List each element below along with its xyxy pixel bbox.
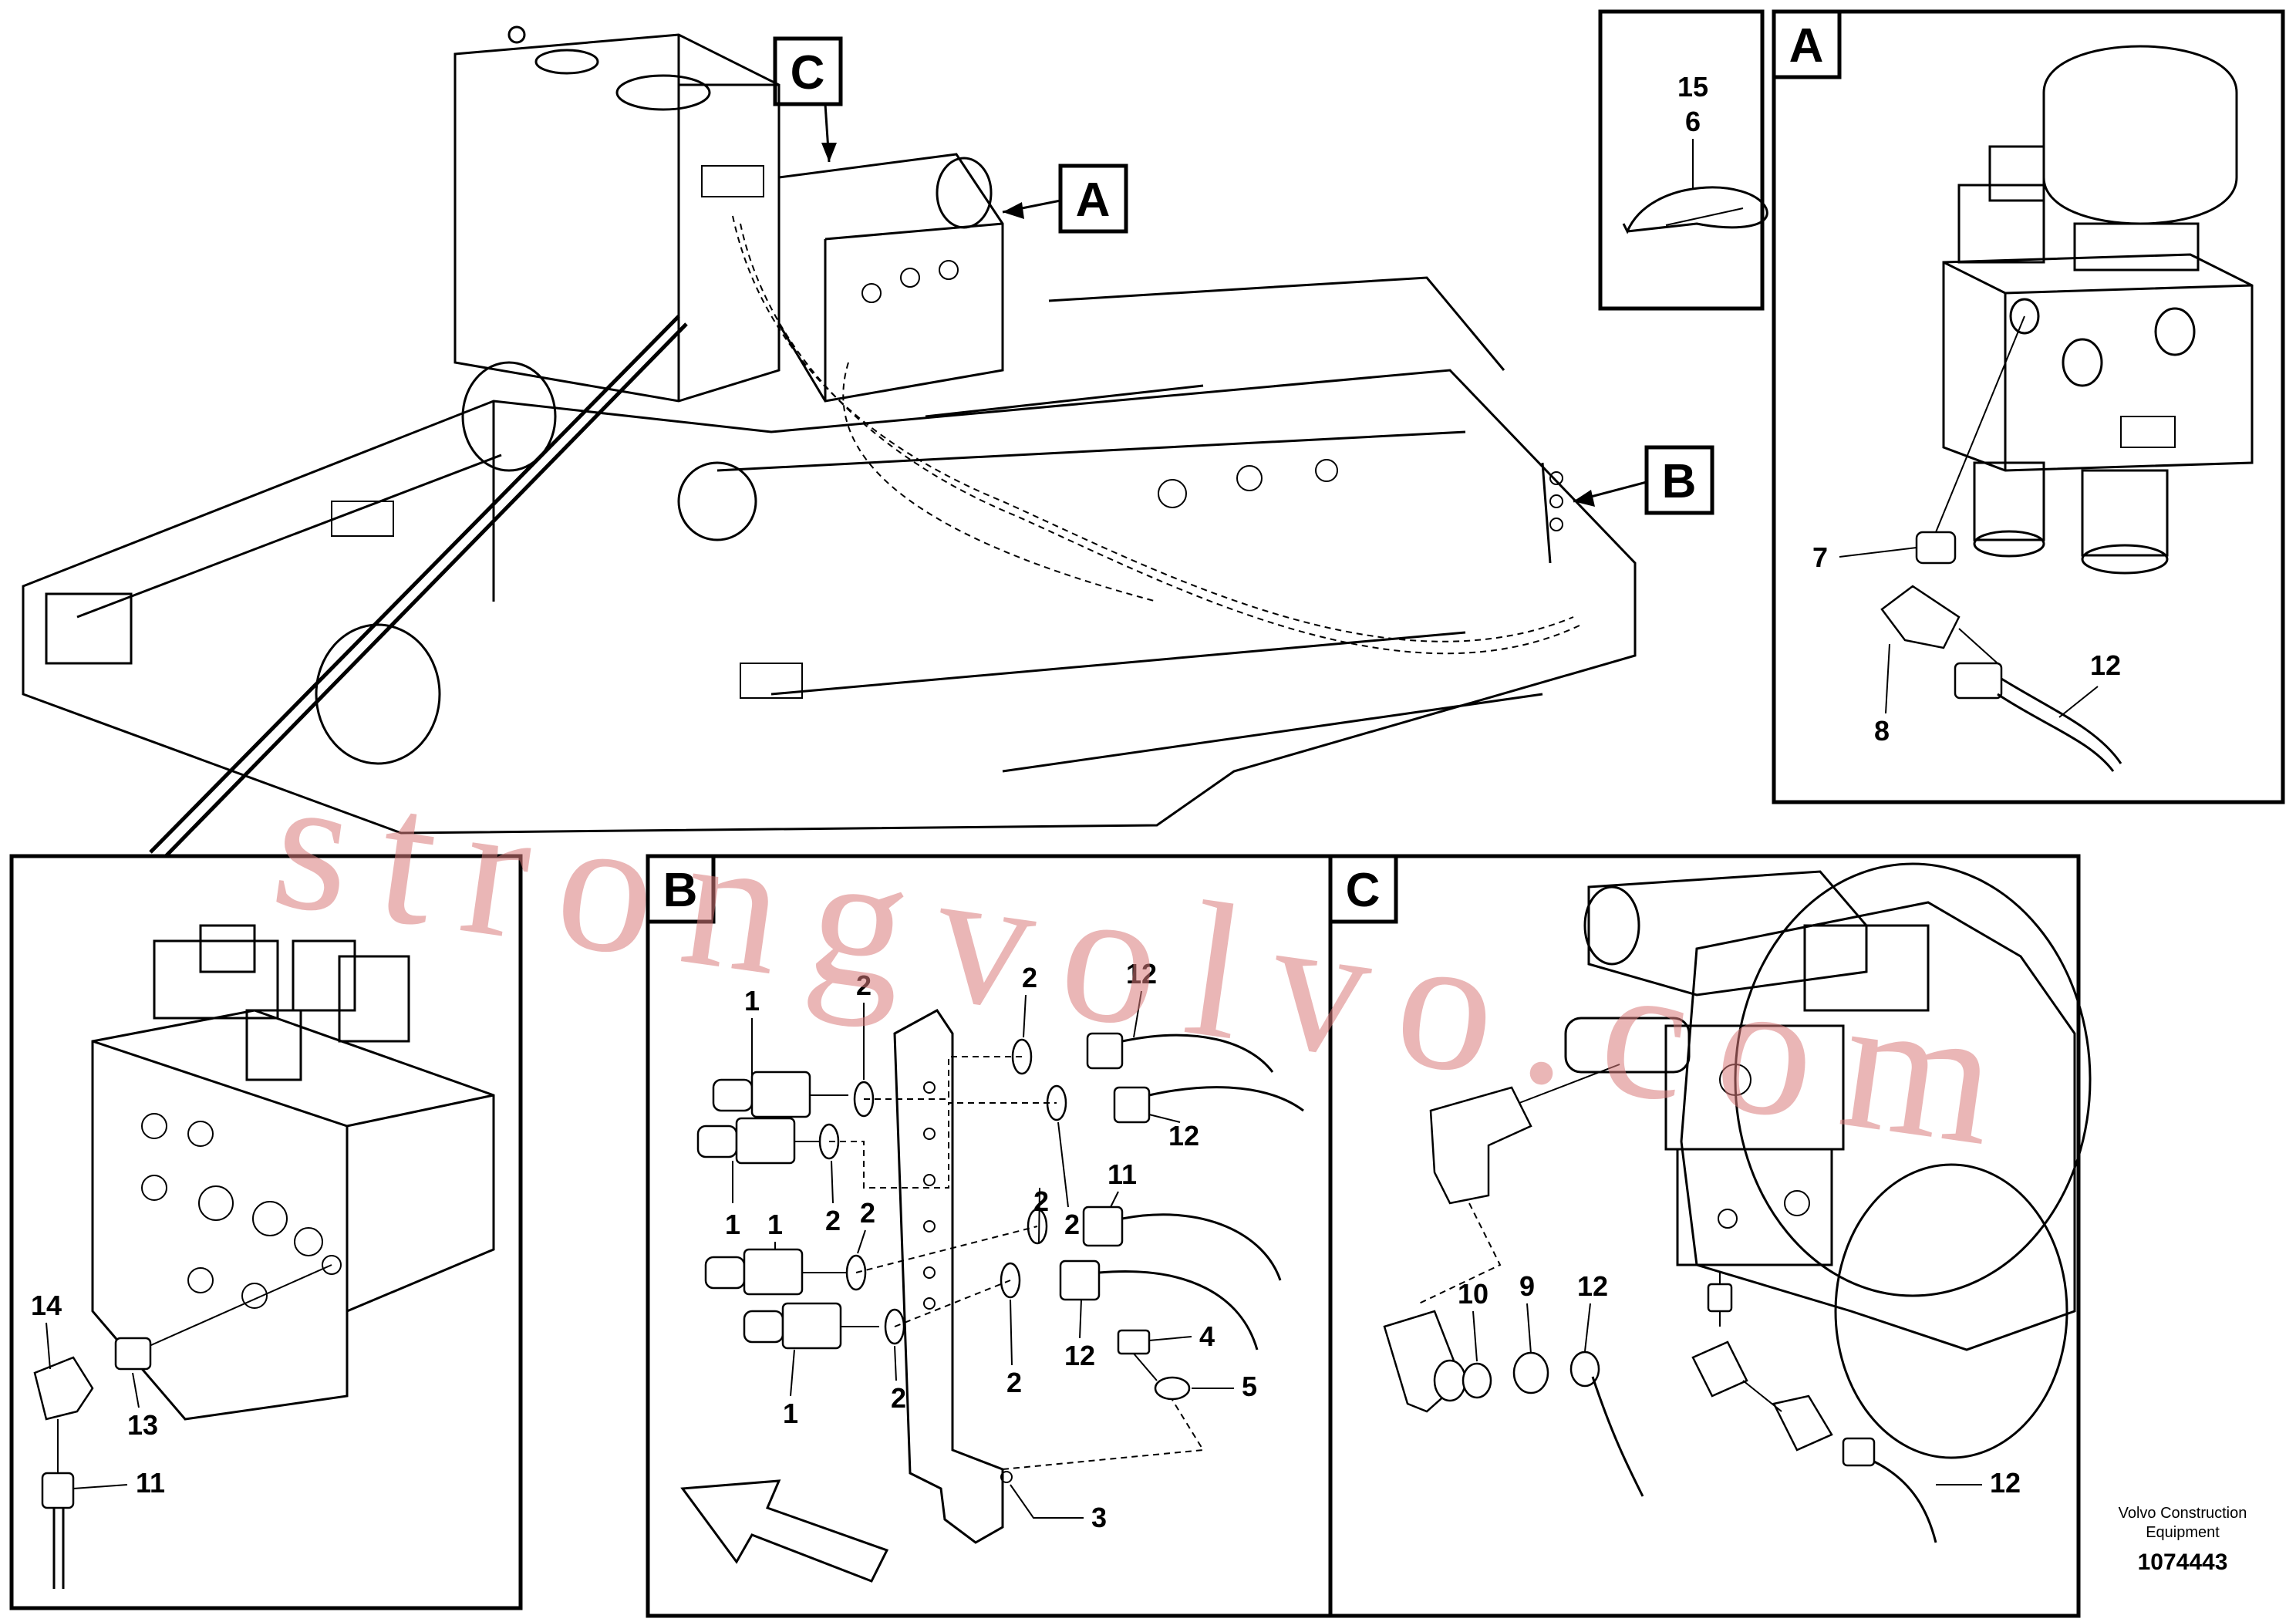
label-1: 1 (725, 1209, 740, 1240)
label-8: 8 (1874, 715, 1890, 747)
callout-letter: C (1346, 864, 1381, 917)
company-name-line2: Equipment (2146, 1524, 2220, 1541)
label-7: 7 (1812, 541, 1828, 573)
label-14: 14 (31, 1290, 62, 1321)
label-12: 12 (1126, 958, 1157, 990)
label-10: 10 (1458, 1278, 1489, 1310)
callout-main-a: A (1002, 164, 1128, 234)
detail-c-panel: C (1328, 854, 2092, 1618)
left-detail-labels: 14 13 11 (31, 1290, 165, 1499)
detail-a-labels: 7 8 12 (1812, 541, 2121, 747)
label-12: 12 (1990, 1467, 2021, 1499)
label-2: 2 (891, 1382, 906, 1414)
label-12: 12 (1064, 1340, 1095, 1371)
footer: Volvo Construction Equipment 1074443 (2119, 1505, 2247, 1575)
label-2: 2 (856, 969, 872, 1001)
clamp-box: 15 6 (1598, 9, 1768, 311)
drawing-number: 1074443 (2138, 1549, 2228, 1575)
left-detail-panel (9, 854, 523, 1610)
label-9: 9 (1519, 1270, 1535, 1302)
label-4: 4 (1199, 1320, 1215, 1352)
callout-letter: A (1076, 174, 1111, 227)
label-11: 11 (1108, 1158, 1137, 1190)
label-11: 11 (136, 1467, 165, 1499)
label-2: 2 (1022, 962, 1037, 993)
label-13: 13 (127, 1409, 158, 1441)
label-12: 12 (1577, 1270, 1608, 1302)
detail-b-labels: 1 1 1 1 2 2 2 2 2 2 2 2 2 12 12 12 11 4 … (725, 958, 1257, 1533)
label-2: 2 (860, 1197, 875, 1229)
callout-letter: B (1662, 455, 1697, 508)
label-5: 5 (1242, 1371, 1257, 1402)
company-name-line1: Volvo Construction (2119, 1505, 2247, 1522)
callout-letter: B (663, 864, 698, 917)
callout-letter: C (791, 46, 825, 99)
direction-arrow-icon (680, 1479, 889, 1583)
label-1: 1 (744, 985, 760, 1017)
callout-main-c: C (773, 36, 843, 163)
label-2: 2 (825, 1205, 841, 1236)
sensor-1b (696, 1117, 833, 1165)
sensor-1a (712, 1071, 848, 1118)
sensor-1d (743, 1302, 879, 1350)
label-1: 1 (783, 1398, 798, 1429)
label-6: 6 (1685, 106, 1701, 137)
callout-letter: A (1789, 19, 1824, 73)
cable-tie-icon (1622, 186, 1768, 234)
detail-a-panel: A (1772, 9, 2285, 804)
label-3: 3 (1091, 1502, 1107, 1533)
label-12: 12 (2090, 649, 2121, 681)
label-2: 2 (1064, 1209, 1080, 1240)
label-15: 15 (1677, 71, 1708, 103)
label-1: 1 (767, 1209, 783, 1240)
sensor-1c (704, 1248, 848, 1296)
detail-c-labels: 10 9 12 12 (1458, 1270, 2021, 1499)
callout-main-b: B (1573, 445, 1714, 515)
label-2: 2 (1006, 1367, 1022, 1398)
main-overview (22, 25, 1637, 858)
detail-b-panel: B (646, 854, 1333, 1618)
label-12: 12 (1168, 1120, 1199, 1152)
label-2: 2 (1033, 1185, 1049, 1217)
